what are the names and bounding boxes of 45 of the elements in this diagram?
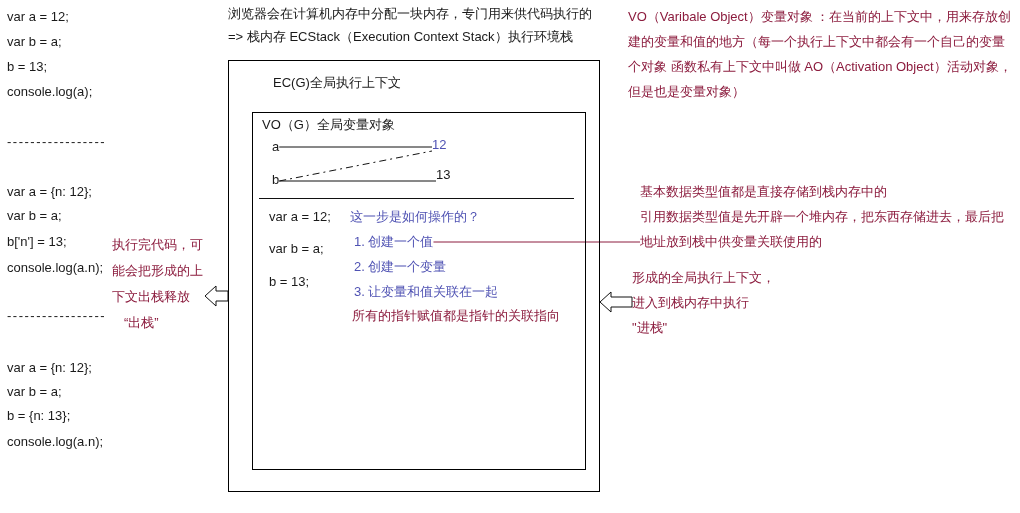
code-line: var a = {n: 12}; <box>7 183 92 201</box>
code-line: var a = 12; <box>269 208 331 226</box>
step-text: 1. 创建一个值 <box>354 233 434 251</box>
connector-line <box>278 180 437 182</box>
code-line: b = {n: 13}; <box>7 407 71 425</box>
separator-text: ----------------- <box>7 133 107 151</box>
hollow-arrow <box>599 291 633 313</box>
code-line: var b = a; <box>7 383 62 401</box>
value-text: 12 <box>432 136 447 154</box>
note-text: "进栈" <box>632 319 668 337</box>
code-line: b = 13; <box>7 58 48 76</box>
leader-line <box>432 241 641 243</box>
code-line: console.log(a); <box>7 83 93 101</box>
box-heading: EC(G)全局执行上下文 <box>273 74 401 92</box>
code-line: b = 13; <box>269 273 310 291</box>
code-line: var a = {n: 12}; <box>7 359 92 377</box>
note-text: 基本数据类型值都是直接存储到栈内存中的 <box>640 183 887 201</box>
variable-name: b <box>272 171 280 189</box>
note-text: “出栈” <box>124 314 159 332</box>
heading-text: => 栈内存 ECStack（Execution Context Stack）执行环境栈 <box>228 28 573 46</box>
code-line: console.log(a.n); <box>7 433 104 451</box>
separator-text: ----------------- <box>7 307 107 325</box>
heading-text: 浏览器会在计算机内存中分配一块内存，专门用来供代码执行的 <box>228 5 592 23</box>
connector-line <box>278 146 433 148</box>
note-text: 执行完代码，可能会把形成的上下文出栈释放 <box>112 236 204 306</box>
code-line: b['n'] = 13; <box>7 233 67 251</box>
code-line: var a = 12; <box>7 8 69 26</box>
note-text: VO（Varibale Object）变量对象 ：在当前的上下文中，用来存放创建的变量和值的地方（每一个执行上下文中都会有一个自己的变量个对象 函数私有上下文中叫做 AO（Activation Object）活动对象，但是也是变量对象） <box>628 8 1013 101</box>
code-line: var b = a; <box>269 240 324 258</box>
code-line: console.log(a.n); <box>7 259 104 277</box>
note-text: 所有的指针赋值都是指针的关联指向 <box>352 307 560 325</box>
step-text: 3. 让变量和值关联在一起 <box>354 283 499 301</box>
hollow-arrow <box>204 285 229 307</box>
question-text: 这一步是如何操作的？ <box>350 208 480 226</box>
step-text: 2. 创建一个变量 <box>354 258 447 276</box>
context-box <box>228 60 600 492</box>
note-text: 形成的全局执行上下文，进入到栈内存中执行 <box>632 269 776 312</box>
variable-name: a <box>272 138 280 156</box>
code-line: var b = a; <box>7 207 62 225</box>
dashed-connector <box>278 150 433 182</box>
variable-object-box <box>252 112 586 470</box>
value-text: 13 <box>436 166 451 184</box>
box-heading: VO（G）全局变量对象 <box>262 116 395 134</box>
note-text: 引用数据类型值是先开辟一个堆内存，把东西存储进去，最后把地址放到栈中供变量关联使用的 <box>640 208 1005 251</box>
code-line: var b = a; <box>7 33 62 51</box>
